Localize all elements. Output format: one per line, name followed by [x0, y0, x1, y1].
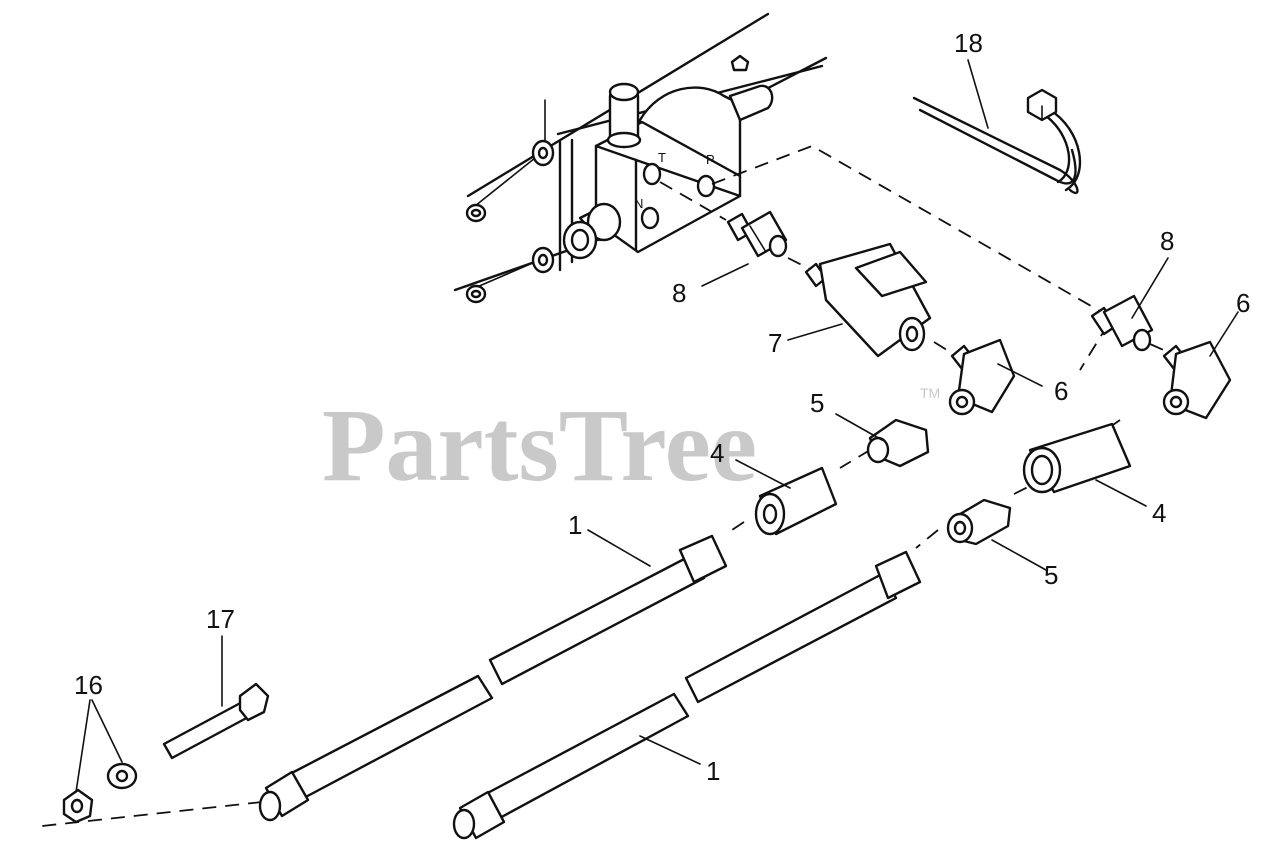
- part-6-elbow-b: [1162, 340, 1232, 420]
- callout-4-left: 4: [710, 438, 724, 468]
- port-label-n: N: [634, 196, 643, 211]
- callout-5-upper: 5: [810, 388, 824, 418]
- watermark-logo: PartsTree: [322, 388, 757, 503]
- callout-6-middle: 6: [1054, 376, 1068, 406]
- callout-1-lower: 1: [706, 756, 720, 786]
- part-4-coupling-a: [754, 466, 838, 536]
- part-18-harness: [912, 88, 1082, 194]
- part-5-fitting-a: [866, 418, 930, 468]
- callout-8-left: 8: [672, 278, 686, 308]
- callout-1-upper: 1: [568, 510, 582, 540]
- callout-7: 7: [768, 328, 782, 358]
- control-valve: T P N: [562, 82, 774, 260]
- rail-hardware: [465, 139, 555, 304]
- part-8-adapter-b: [1090, 294, 1154, 352]
- part-7-tee: [804, 242, 932, 358]
- part-16-hardware: [62, 762, 138, 824]
- port-label-p: P: [706, 152, 715, 167]
- callout-5-lower: 5: [1044, 560, 1058, 590]
- callout-8-right: 8: [1160, 226, 1174, 256]
- part-8-adapter-a: [726, 210, 788, 258]
- part-17-bolt: [162, 682, 270, 760]
- callout-16: 16: [74, 670, 103, 700]
- callout-4-right: 4: [1152, 498, 1166, 528]
- watermark-trademark: TM: [920, 385, 940, 401]
- callout-labels: 18 8 7 6 8 6 5 4 4 5 1 1 17 16: [74, 28, 1250, 786]
- part-4-coupling-b: [1022, 422, 1132, 494]
- callout-6-right: 6: [1236, 288, 1250, 318]
- part-6-elbow-a: [948, 338, 1016, 416]
- part-5-fitting-b: [946, 498, 1012, 546]
- leader-lines: [75, 59, 1239, 793]
- port-label-t: T: [658, 150, 666, 165]
- callout-17: 17: [206, 604, 235, 634]
- callout-18: 18: [954, 28, 983, 58]
- part-1-hose-b: [452, 550, 922, 840]
- part-1-hose-a: [258, 534, 728, 822]
